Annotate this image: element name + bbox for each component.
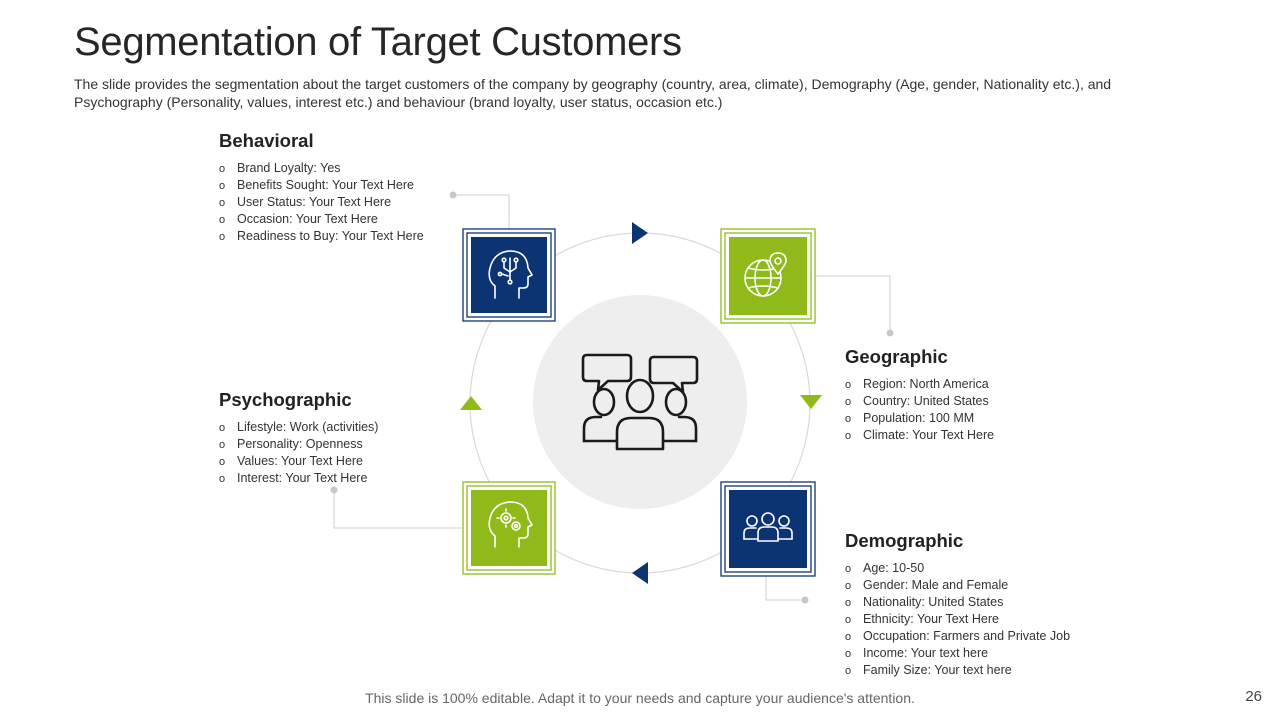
arrow-up-icon [460,396,482,410]
customers-chat-icon [581,353,699,451]
connector-psychographic [330,486,463,529]
arrow-down-icon [800,395,822,409]
slide-footer: This slide is 100% editable. Adapt it to… [365,690,915,706]
group-icon [743,512,793,542]
connector-geographic [799,275,894,337]
demographic-icon-box [720,481,816,577]
behavioral-icon-box [462,228,556,322]
segment-demographic-title: Demographic [845,530,964,551]
center-disk [533,295,747,509]
connector-demographic [765,575,809,604]
head-gears-icon [488,501,533,548]
segment-behavioral-title: Behavioral [219,130,314,151]
geographic-icon-box [720,228,816,324]
page-number: 26 [1245,688,1262,705]
segment-psychographic-title: Psychographic [219,389,352,410]
psychographic-icon-box [462,481,556,575]
slide-subtitle: The slide provides the segmentation abou… [74,76,1112,110]
globe-pin-icon [744,252,787,297]
arrow-right-icon [632,222,648,244]
slide-title: Segmentation of Target Customers [74,20,682,64]
brain-circuit-icon [488,250,533,299]
segment-geographic-title: Geographic [845,346,948,367]
arrow-left-icon [632,562,648,584]
connector-behavioral [449,191,510,229]
